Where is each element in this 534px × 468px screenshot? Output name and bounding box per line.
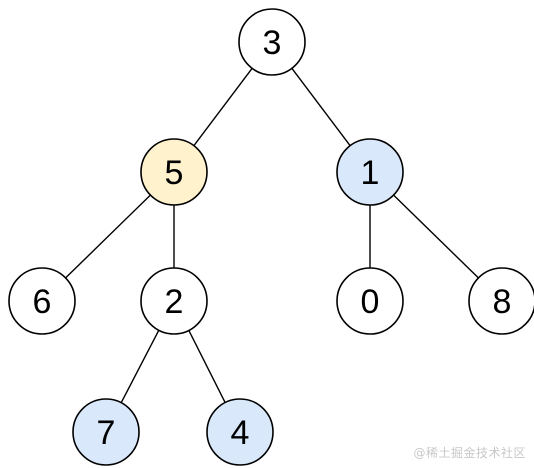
tree-node-5: 5 [140,138,208,206]
tree-node-circle [238,8,306,76]
tree-node-circle [206,398,274,466]
tree-node-label: 3 [263,24,282,62]
tree-node-circle [140,138,208,206]
tree-node-circle [140,267,208,335]
tree-node-circle [336,138,404,206]
tree-node-circle [336,267,404,335]
tree-edge-n2-n4 [188,330,226,403]
tree-node-circle [8,267,76,335]
tree-edge-n3-n5 [193,67,253,147]
tree-node-3: 3 [238,8,306,76]
tree-node-label: 8 [493,283,512,321]
tree-node-label: 7 [97,414,116,452]
tree-edge-n5-n6 [65,194,151,279]
tree-node-label: 4 [231,414,250,452]
tree-node-0: 0 [336,267,404,335]
tree-nodes: 3 5 1 6 2 0 8 7 4 [8,8,534,466]
tree-edge-n3-n1 [291,67,351,147]
watermark: @稀土掘金技术社区 [413,446,526,460]
tree-node-label: 1 [361,154,380,192]
tree-node-2: 2 [140,267,208,335]
tree-node-6: 6 [8,267,76,335]
tree-node-label: 2 [165,283,184,321]
tree-node-label: 6 [33,283,52,321]
tree-node-label: 0 [361,283,380,321]
tree-node-label: 5 [165,154,184,192]
tree-node-circle [72,398,140,466]
tree-node-7: 7 [72,398,140,466]
tree-node-1: 1 [336,138,404,206]
tree-edges [65,67,479,404]
tree-edge-n2-n7 [120,329,160,404]
tree-node-4: 4 [206,398,274,466]
tree-node-8: 8 [468,267,534,335]
tree-edge-n1-n8 [393,194,479,279]
tree-node-circle [468,267,534,335]
